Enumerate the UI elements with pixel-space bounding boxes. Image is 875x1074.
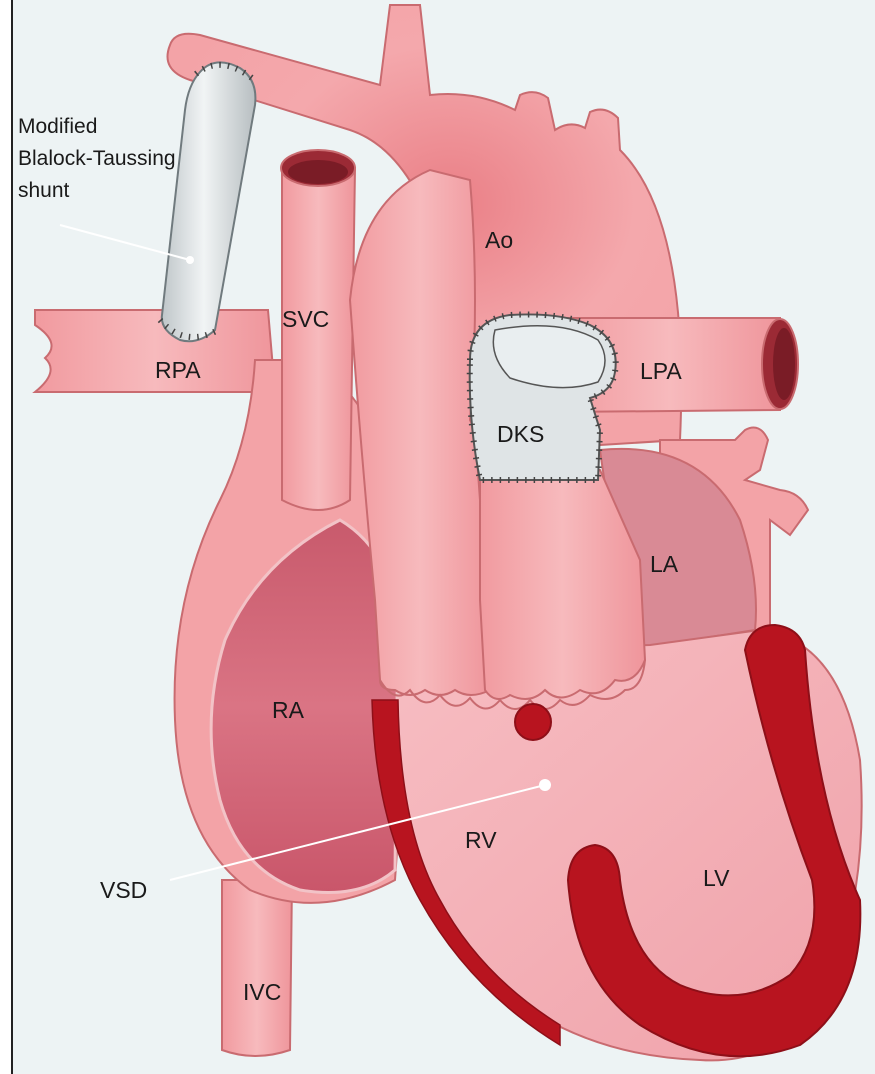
vsd-marker	[515, 704, 551, 740]
svc-opening-inner	[288, 160, 348, 184]
label-ra: RA	[272, 697, 305, 723]
label-rv: RV	[465, 827, 497, 853]
label-la: LA	[650, 551, 679, 577]
ivc-vessel	[222, 880, 292, 1056]
dks-patch-inner	[493, 326, 605, 388]
label-shunt-line1: Modified	[18, 115, 97, 138]
label-rpa: RPA	[155, 357, 201, 383]
label-svc: SVC	[282, 306, 329, 332]
lpa-opening-inner	[773, 328, 795, 400]
label-ivc: IVC	[243, 979, 281, 1005]
vsd-leader-dot	[539, 779, 551, 791]
label-ao: Ao	[485, 227, 513, 253]
label-shunt-line3: shunt	[18, 179, 70, 202]
label-shunt-line2: Blalock-Taussing	[18, 147, 176, 170]
left-border	[0, 0, 12, 1074]
shunt-leader-dot	[186, 256, 194, 264]
svc-vessel	[282, 168, 355, 510]
label-lv: LV	[703, 865, 730, 891]
label-lpa: LPA	[640, 358, 682, 384]
label-dks: DKS	[497, 421, 544, 447]
label-vsd: VSD	[100, 877, 147, 903]
